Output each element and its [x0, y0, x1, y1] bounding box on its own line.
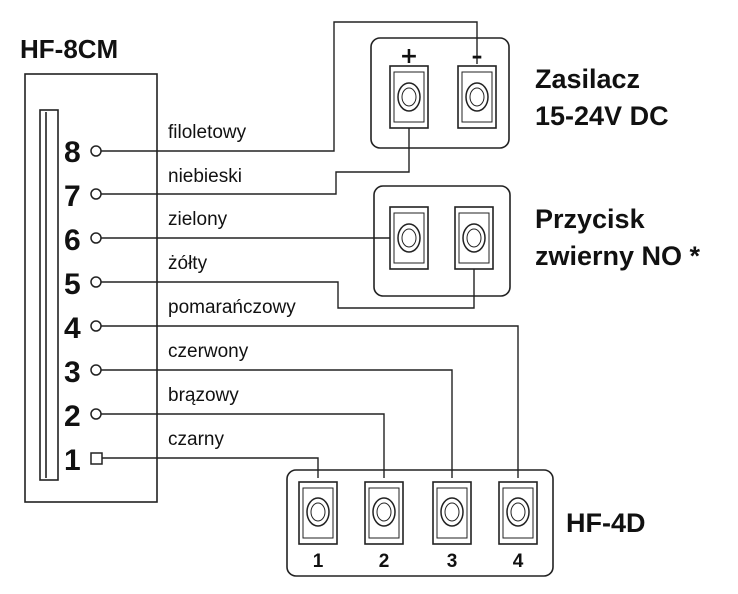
hf4d-terminal-1 — [298, 481, 338, 545]
pin-terminal-6 — [90, 232, 102, 244]
pin-number-1: 1 — [64, 444, 81, 477]
wire-label-2: brązowy — [168, 385, 239, 406]
hf4d-terminal-2 — [364, 481, 404, 545]
pin-number-8: 8 — [64, 136, 81, 169]
hf4d-terminal-3 — [432, 481, 472, 545]
hf8cm-housing — [24, 73, 158, 503]
pin-row-5: 5 — [64, 268, 102, 301]
pin-row-3: 3 — [64, 356, 102, 389]
hf4d-box — [286, 469, 554, 577]
wire-label-3: czerwony — [168, 341, 249, 362]
pin-terminal-1 — [90, 452, 103, 465]
pin-terminal-5 — [90, 276, 102, 288]
button-box — [373, 185, 511, 297]
wire-label-1: czarny — [168, 429, 224, 450]
hf4d-terminal-4 — [498, 481, 538, 545]
wire-5-to-button — [101, 264, 475, 309]
pin-number-7: 7 — [64, 180, 81, 213]
pin-terminal-4 — [90, 320, 102, 332]
wire-7-to-power-plus — [101, 122, 410, 195]
hf8cm-title: HF-8CM — [20, 34, 118, 64]
pin-number-3: 3 — [64, 356, 81, 389]
hf8cm-inner-strip — [39, 109, 59, 481]
pin-terminal-8 — [90, 145, 102, 157]
pin-row-8: 8 — [64, 136, 102, 169]
pin-number-6: 6 — [64, 224, 81, 257]
wire-8-to-power-minus — [101, 21, 478, 152]
wire-label-8: filoletowy — [168, 122, 247, 143]
wire-label-6: zielony — [168, 209, 228, 230]
hf4d-terminal-number-4: 4 — [513, 551, 524, 572]
pin-terminal-3 — [90, 364, 102, 376]
pin-number-4: 4 — [64, 312, 81, 345]
pin-terminal-7 — [90, 188, 102, 200]
button-label-line1: Przycisk — [535, 204, 646, 234]
wire-2-to-hf4d-2 — [101, 413, 385, 478]
hf4d-terminal-number-2: 2 — [379, 551, 390, 572]
power-terminal-minus — [457, 65, 497, 129]
pin-row-2: 2 — [64, 400, 102, 433]
hf4d-terminal-number-1: 1 — [313, 551, 324, 572]
wire-label-4: pomarańczowy — [168, 297, 296, 318]
button-terminal-1 — [389, 206, 429, 270]
power-supply-box — [370, 37, 510, 149]
button-label-line2: zwierny NO * — [535, 241, 701, 271]
wire-label-5: żółty — [168, 253, 208, 274]
button-terminal-2 — [454, 206, 494, 270]
pin-row-1: 1 — [64, 444, 103, 477]
pin-number-2: 2 — [64, 400, 81, 433]
hf4d-terminal-number-3: 3 — [447, 551, 458, 572]
pin-terminal-2 — [90, 408, 102, 420]
wire-3-to-hf4d-3 — [101, 369, 453, 478]
wire-label-7: niebieski — [168, 166, 242, 187]
pin-row-4: 4 — [64, 312, 102, 345]
minus-sign: – — [472, 44, 483, 69]
power-label-line1: Zasilacz — [535, 64, 640, 94]
plus-sign: + — [400, 44, 418, 69]
power-label-line2: 15-24V DC — [535, 101, 669, 131]
wire-1-to-hf4d-1 — [102, 457, 319, 478]
power-terminal-plus — [389, 65, 429, 129]
pin-row-6: 6 — [64, 224, 102, 257]
hf4d-title: HF-4D — [566, 508, 646, 538]
wire-4-to-hf4d-4 — [101, 325, 519, 478]
pin-number-5: 5 — [64, 268, 81, 301]
pin-row-7: 7 — [64, 180, 102, 213]
